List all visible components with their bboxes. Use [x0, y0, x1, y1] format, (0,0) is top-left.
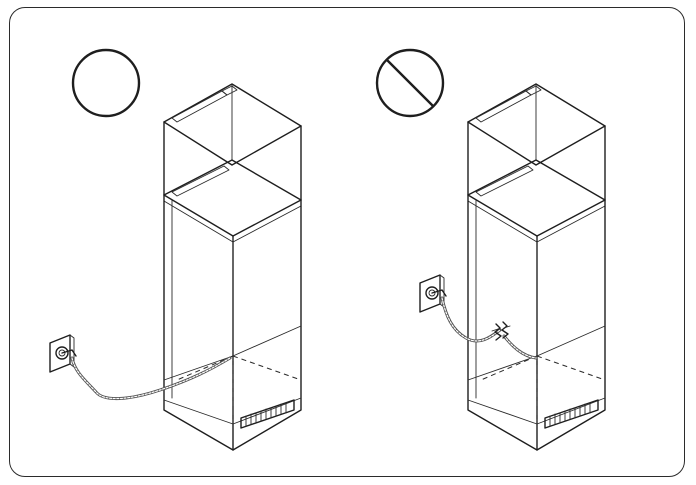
refrigerator-body [467, 194, 606, 451]
wall-socket [49, 334, 77, 373]
cabinet-shelf [467, 159, 606, 243]
incorrect-installation-panel [375, 48, 606, 451]
correct-installation-panel [49, 48, 302, 451]
wall-socket [419, 274, 447, 313]
power-cord [440, 296, 538, 360]
prohibited-icon [375, 48, 445, 118]
upper-cabinet [467, 83, 606, 201]
cabinet-shelf [163, 159, 302, 243]
circle-icon [71, 48, 141, 118]
ventilation-grille [544, 399, 599, 429]
power-cord [70, 356, 232, 401]
ventilation-grille [240, 399, 295, 429]
upper-cabinet [163, 83, 302, 201]
refrigerator-body [163, 194, 302, 451]
damaged-cord-icon [491, 321, 511, 341]
